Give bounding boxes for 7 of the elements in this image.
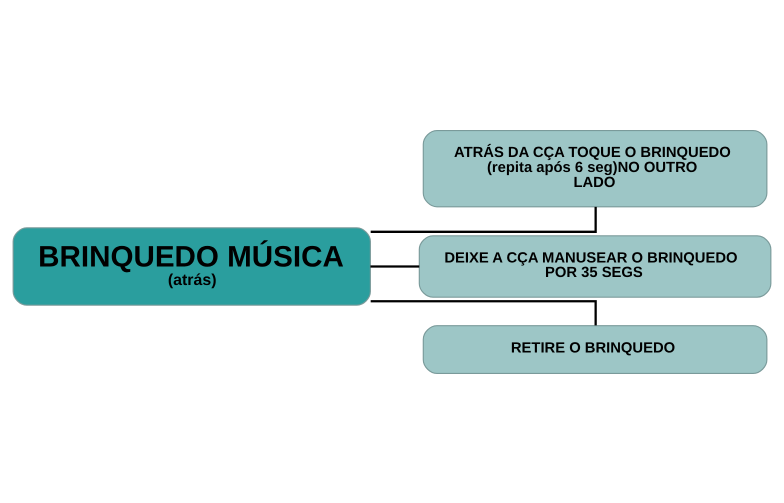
node-box: DEIXE A CÇA MANUSEAR O BRINQUEDO POR 35 SEGS [418, 234, 772, 298]
connector [370, 300, 597, 325]
node-box: BRINQUEDO MÚSICA (atrás) [12, 226, 371, 306]
node-box: RETIRE O BRINQUEDO [422, 324, 768, 374]
node-box: ATRÁS DA CÇA TOQUE O BRINQUEDO (repita após 6 seg)NO OUTRO LADO [422, 129, 768, 207]
connector [370, 206, 597, 232]
connector [370, 264, 420, 268]
